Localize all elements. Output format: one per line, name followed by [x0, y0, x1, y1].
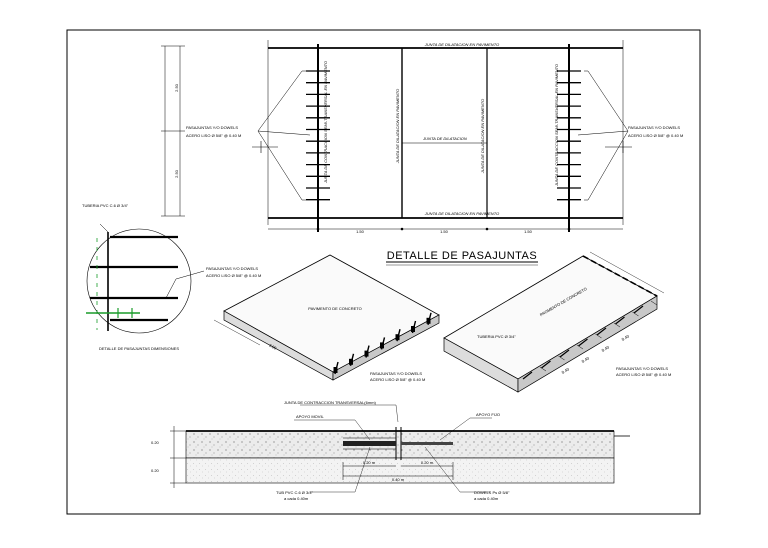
- section-dowel-right: [401, 442, 453, 445]
- detail-dowel-note-2: ACERO LISO Ø 5/8" @ 0.40 M: [206, 273, 261, 278]
- iso-left-dowel-end: [395, 334, 400, 341]
- detail-tube-note: TUBERIA PVC C.6 Ø 3/4": [82, 203, 129, 208]
- section-dim-total: 0.40 m: [392, 477, 405, 482]
- section-tube-note-2: a cada 0.40m: [284, 496, 309, 501]
- iso-right-dowel-tick: [558, 355, 565, 361]
- iso-left-note-2: ACERO LISO Ø 5/8" @ 0.40 M: [370, 377, 425, 382]
- iso-right-dim: 0.40: [561, 366, 571, 375]
- iso-right-dim: 0.40: [621, 333, 631, 342]
- iso-left-dowel-end: [349, 358, 353, 365]
- section-right-support: APOYO FIJO: [476, 412, 500, 417]
- right-dowel-group: [557, 70, 581, 201]
- detail-caption: DETALLE DE PASAJUNTAS DIMENSIONES: [99, 346, 179, 351]
- section-left-support: APOYO MOVIL: [296, 414, 325, 419]
- sheet-border: [66, 29, 701, 515]
- iso-left-dowel-group: [333, 312, 432, 375]
- iso-right-dowel-tick: [650, 300, 658, 306]
- section-dowel-left: [343, 441, 396, 446]
- iso-right-dowel-tick: [613, 322, 621, 328]
- iso-left-dowel-end: [411, 326, 415, 332]
- section-view: [170, 404, 630, 493]
- plan-vdim-1: 2.50: [174, 83, 179, 92]
- iso-right-dim-labels: 0.40 0.40 0.40 0.40: [561, 333, 631, 375]
- section-dowel-note-2: a cada 0.40m: [474, 496, 499, 501]
- plan-top-joint-label: JUNTA DE DILATACION EN PAVIMENTO: [424, 42, 499, 47]
- section-tube-note-1: TUB PVC C.6 Ø 3/4": [276, 490, 314, 495]
- iso-left-note-1: PASAJUNTAS Y/O DOWELS: [370, 371, 422, 376]
- iso-right-tube-note: TUBERIA PVC Ø 3/4": [477, 334, 516, 339]
- plan-vert-center-left-label: JUNTA DE DILATACION EN PAVIMENTO: [395, 89, 400, 164]
- section-dim-right: 0.20 m: [421, 460, 434, 465]
- section-dowel-note-1: DOWELS Ps Ø 5/8": [474, 490, 510, 495]
- iso-slab-left: [213, 254, 440, 381]
- iso-left-label: PAVIMENTO DE CONCRETO: [308, 306, 362, 311]
- section-dim-left: 0.20 m: [363, 460, 376, 465]
- iso-slab-right: [443, 251, 665, 393]
- section-thk-bottom: 0.20: [151, 468, 160, 473]
- plan-left-note-1: PASAJUNTAS Y/O DOWELS: [186, 125, 238, 130]
- iso-right-dowel: [615, 316, 625, 325]
- dowel-detail-circle: [86, 223, 205, 334]
- plan-bottom-joint-label: JUNTA DE DILATACION EN PAVIMENTO: [424, 211, 499, 216]
- iso-right-dowel: [578, 338, 588, 347]
- plan-view: [161, 40, 632, 232]
- iso-left-dowel-end: [380, 342, 384, 349]
- iso-right-dowel: [541, 360, 551, 369]
- left-dowel-group: [306, 70, 330, 201]
- iso-right-dowel-tick: [632, 311, 639, 317]
- plan-vert-right-label: JUNTA DE CONTRACCION SEMI-TRANSVERSAL EN…: [554, 64, 559, 187]
- plan-vdim-2: 2.50: [174, 169, 179, 178]
- iso-left-dowel-end: [333, 367, 338, 373]
- section-slab: [185, 430, 615, 459]
- plan-dim-3: 1.50: [524, 229, 533, 234]
- plan-dim-1: 1.50: [356, 229, 365, 234]
- plan-right-note-2: ACERO LISO Ø 5/8" @ 0.40 M: [628, 133, 683, 138]
- iso-right-dowel-tick: [595, 333, 602, 339]
- section-thk-top: 0.20: [151, 440, 160, 445]
- iso-right-dim: 0.40: [601, 344, 611, 353]
- plan-right-note-1: PASAJUNTAS Y/O DOWELS: [628, 125, 680, 130]
- iso-right-dowel: [559, 349, 570, 358]
- iso-right-dim: 0.40: [581, 355, 591, 364]
- iso-right-note-2: ACERO LISO Ø 5/8" @ 0.40 M: [616, 372, 671, 377]
- drawing-title: DETALLE DE PASAJUNTAS: [387, 250, 537, 262]
- section-joint-note: JUNTA DE CONTRACCION TRANSVERSAL(6mm): [284, 400, 377, 405]
- plan-dim-2: 1.50: [440, 229, 449, 234]
- iso-right-dowel-group: [522, 300, 658, 380]
- iso-left-dim: 3.00: [268, 343, 278, 351]
- iso-right-note-1: PASAJUNTAS Y/O DOWELS: [616, 366, 668, 371]
- iso-right-dowel: [596, 327, 607, 336]
- detail-dowel-note-1: PASAJUNTAS Y/O DOWELS: [206, 266, 258, 271]
- iso-left-dowel-end: [364, 350, 369, 357]
- section-base: [185, 457, 615, 484]
- iso-right-dowel-tick: [539, 366, 547, 372]
- iso-right-dowel: [522, 371, 533, 380]
- plan-vert-center-right-label: JUNTA DE DILATACION EN PAVIMENTO: [480, 99, 485, 174]
- plan-vert-left-label: JUNTA DE CONTRACCION SEMI-TRANSVERSAL EN…: [323, 61, 328, 184]
- iso-left-dowel-end: [426, 317, 431, 324]
- plan-mid-joint-label: JUNTA DE DILATACION: [422, 136, 467, 141]
- iso-right-dowel-tick: [576, 344, 584, 350]
- plan-left-note-2: ACERO LISO Ø 5/8" @ 0.40 M: [186, 133, 241, 138]
- iso-right-dowel: [633, 305, 644, 314]
